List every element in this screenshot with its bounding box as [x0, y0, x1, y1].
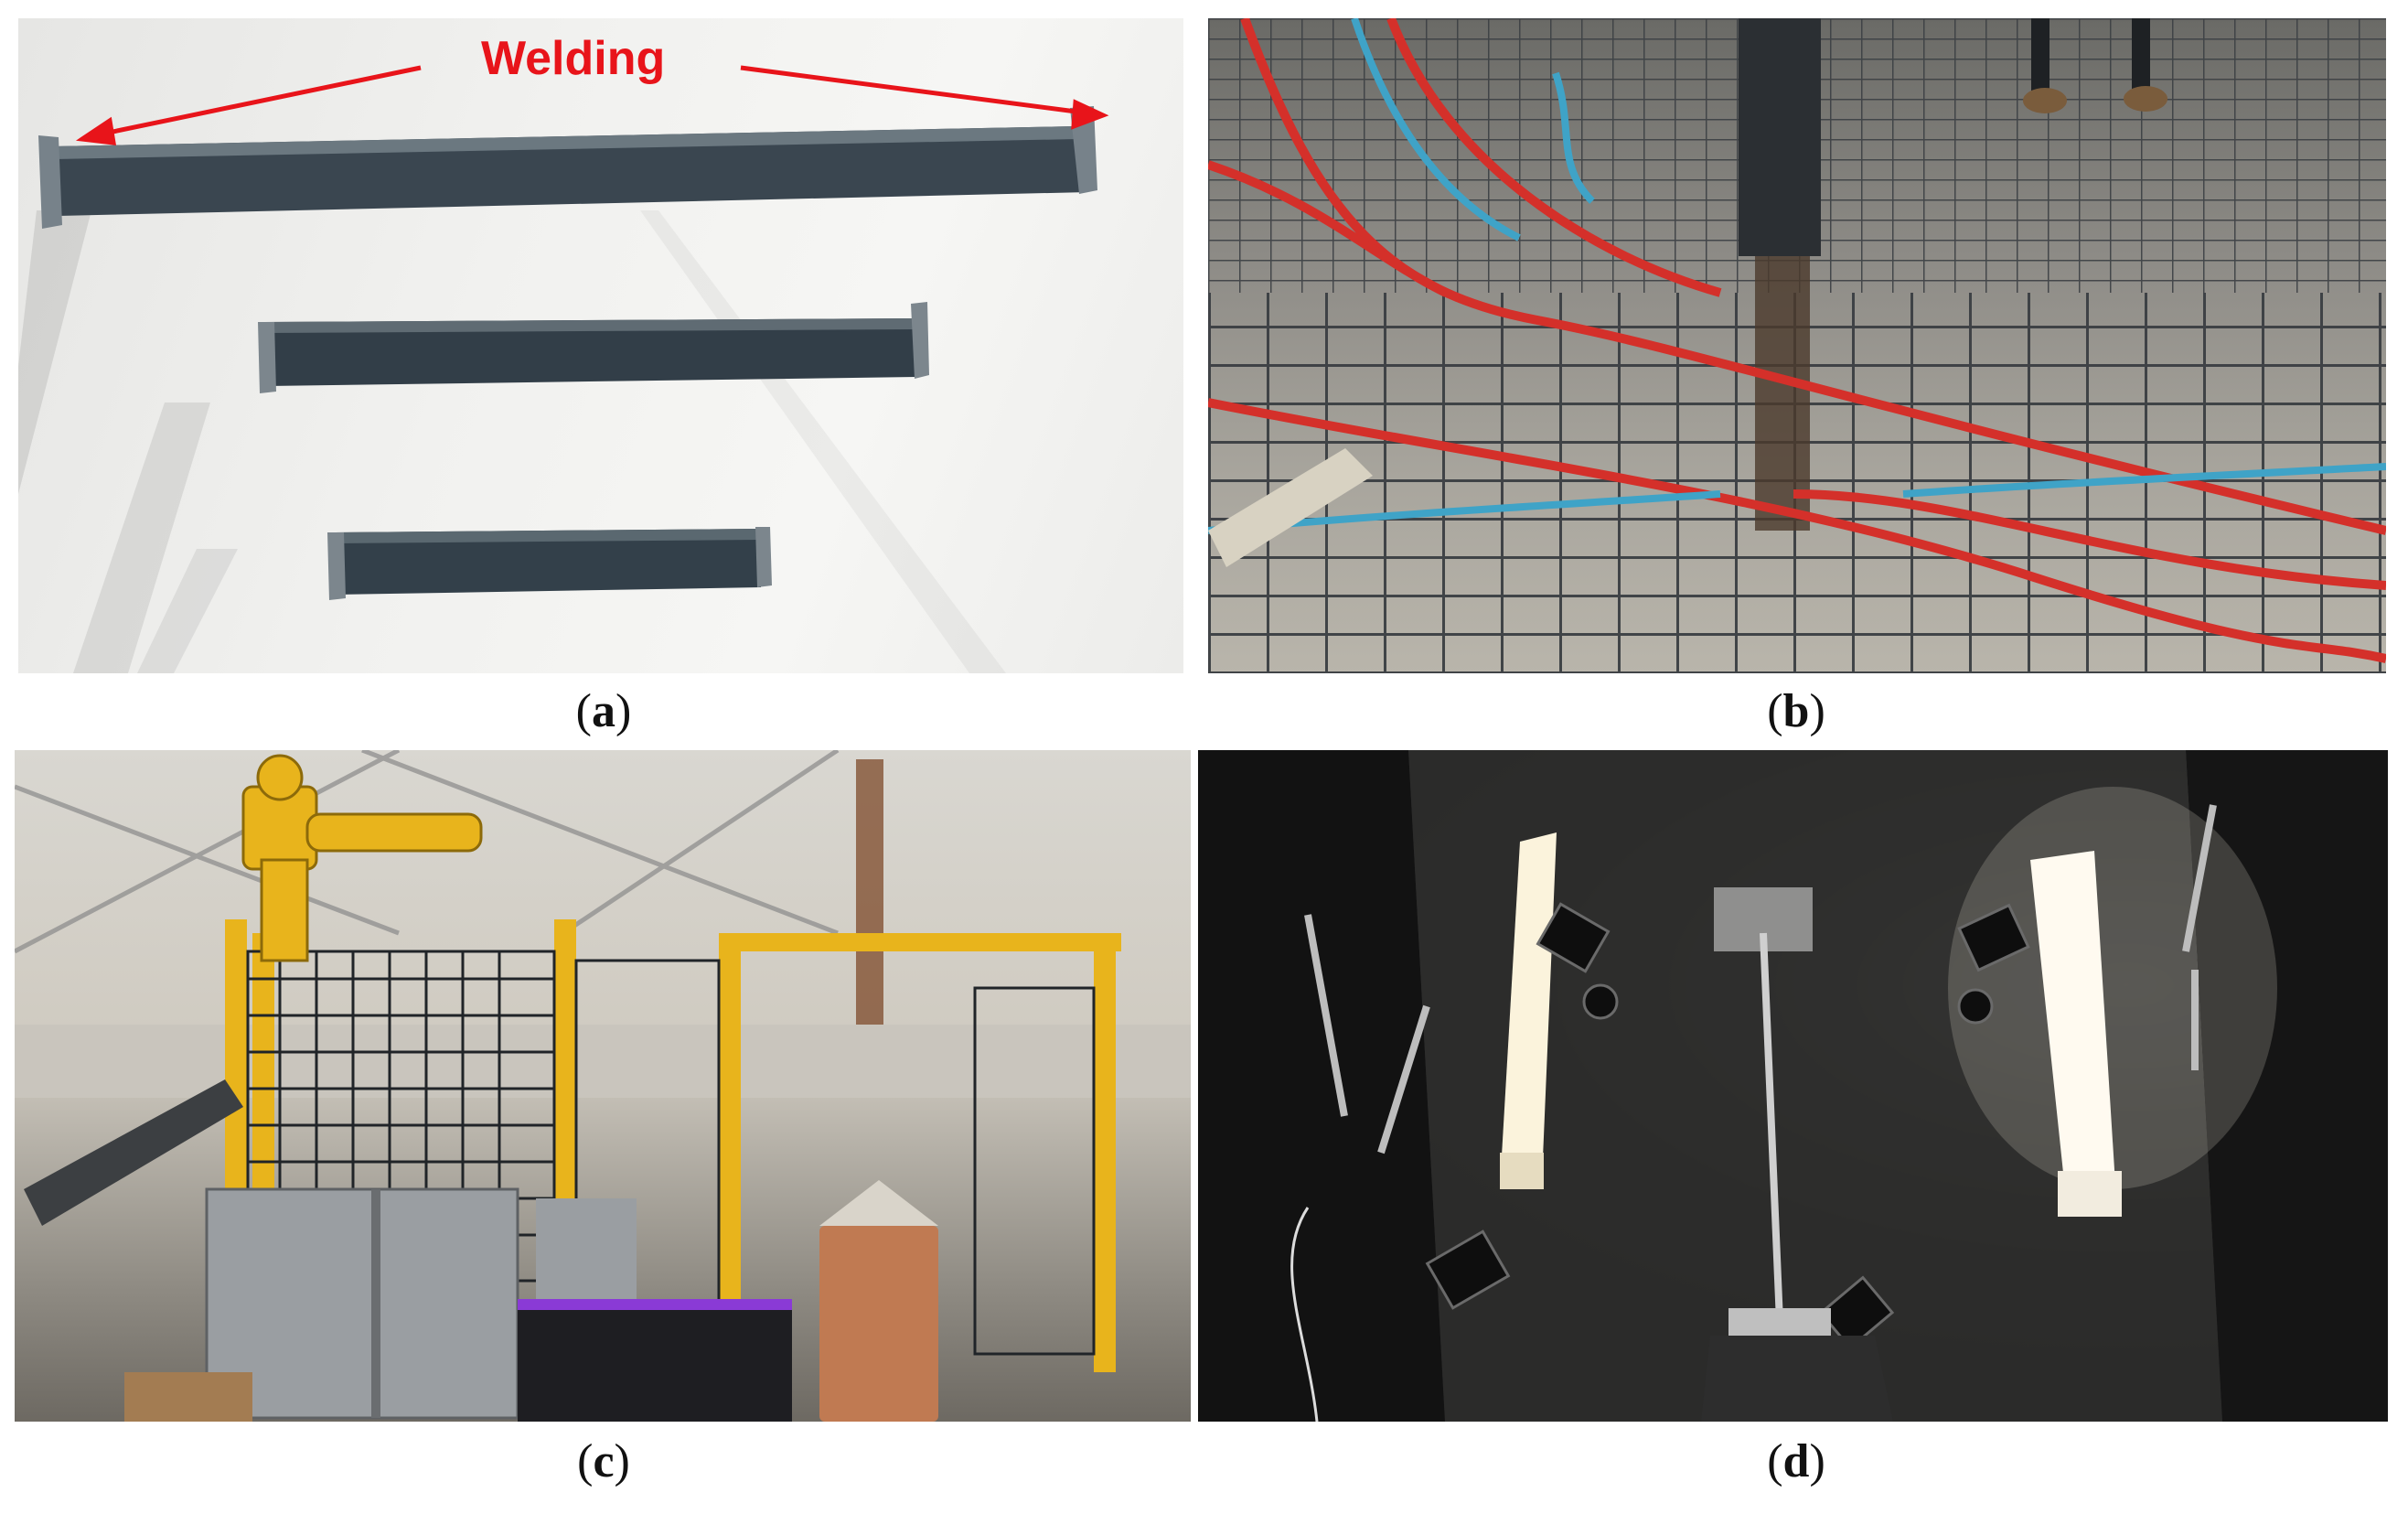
red-pipes: [1208, 18, 2386, 663]
black-cabinet: [518, 1299, 792, 1422]
worker-boot-left: [2023, 88, 2067, 113]
worker-boot-right: [2124, 86, 2167, 112]
inspection-booth-scene: [1198, 750, 2388, 1422]
left-led-lamp: [1500, 832, 1557, 1189]
panel-c-robot-welding-cell-photo: [15, 750, 1191, 1422]
caption-a: (a): [575, 685, 632, 737]
rebar-mesh-scene: [1208, 18, 2386, 673]
panel-b-rebar-mesh-photo: [1208, 18, 2386, 673]
caption-d: (d): [1767, 1435, 1825, 1487]
conveyor: [24, 1079, 243, 1226]
yellow-robot-arm: [241, 754, 483, 962]
caption-c: (c): [577, 1435, 630, 1487]
cameras: [1425, 902, 2030, 1350]
caption-b: (b): [1767, 685, 1825, 737]
fence-mesh: [246, 950, 1096, 1356]
welding-arrows: [75, 65, 1109, 145]
ladder: [856, 759, 883, 1034]
robot-cell-scene: [15, 750, 1191, 1422]
long-steel-bar: [38, 106, 1097, 229]
weld-end-right: [1070, 106, 1097, 194]
short-steel-bar: [327, 527, 772, 600]
wood-plank: [1208, 448, 1373, 567]
steel-column: [1739, 18, 1821, 256]
weld-end-left: [38, 135, 62, 229]
medium-steel-bar: [258, 302, 929, 393]
mounting-rods: [1304, 804, 2217, 1154]
grey-bin: [205, 1187, 519, 1420]
specimen-holder: [1701, 887, 1893, 1422]
welded-bars-scene: [18, 65, 1109, 673]
panel-d-camera-inspection-booth-photo: [1198, 750, 2388, 1422]
panel-a-welded-bars-photo: Welding: [18, 18, 1183, 673]
welding-annotation: Welding: [481, 32, 666, 85]
wood-pallet: [124, 1372, 252, 1422]
wire-drum: [819, 1226, 938, 1422]
